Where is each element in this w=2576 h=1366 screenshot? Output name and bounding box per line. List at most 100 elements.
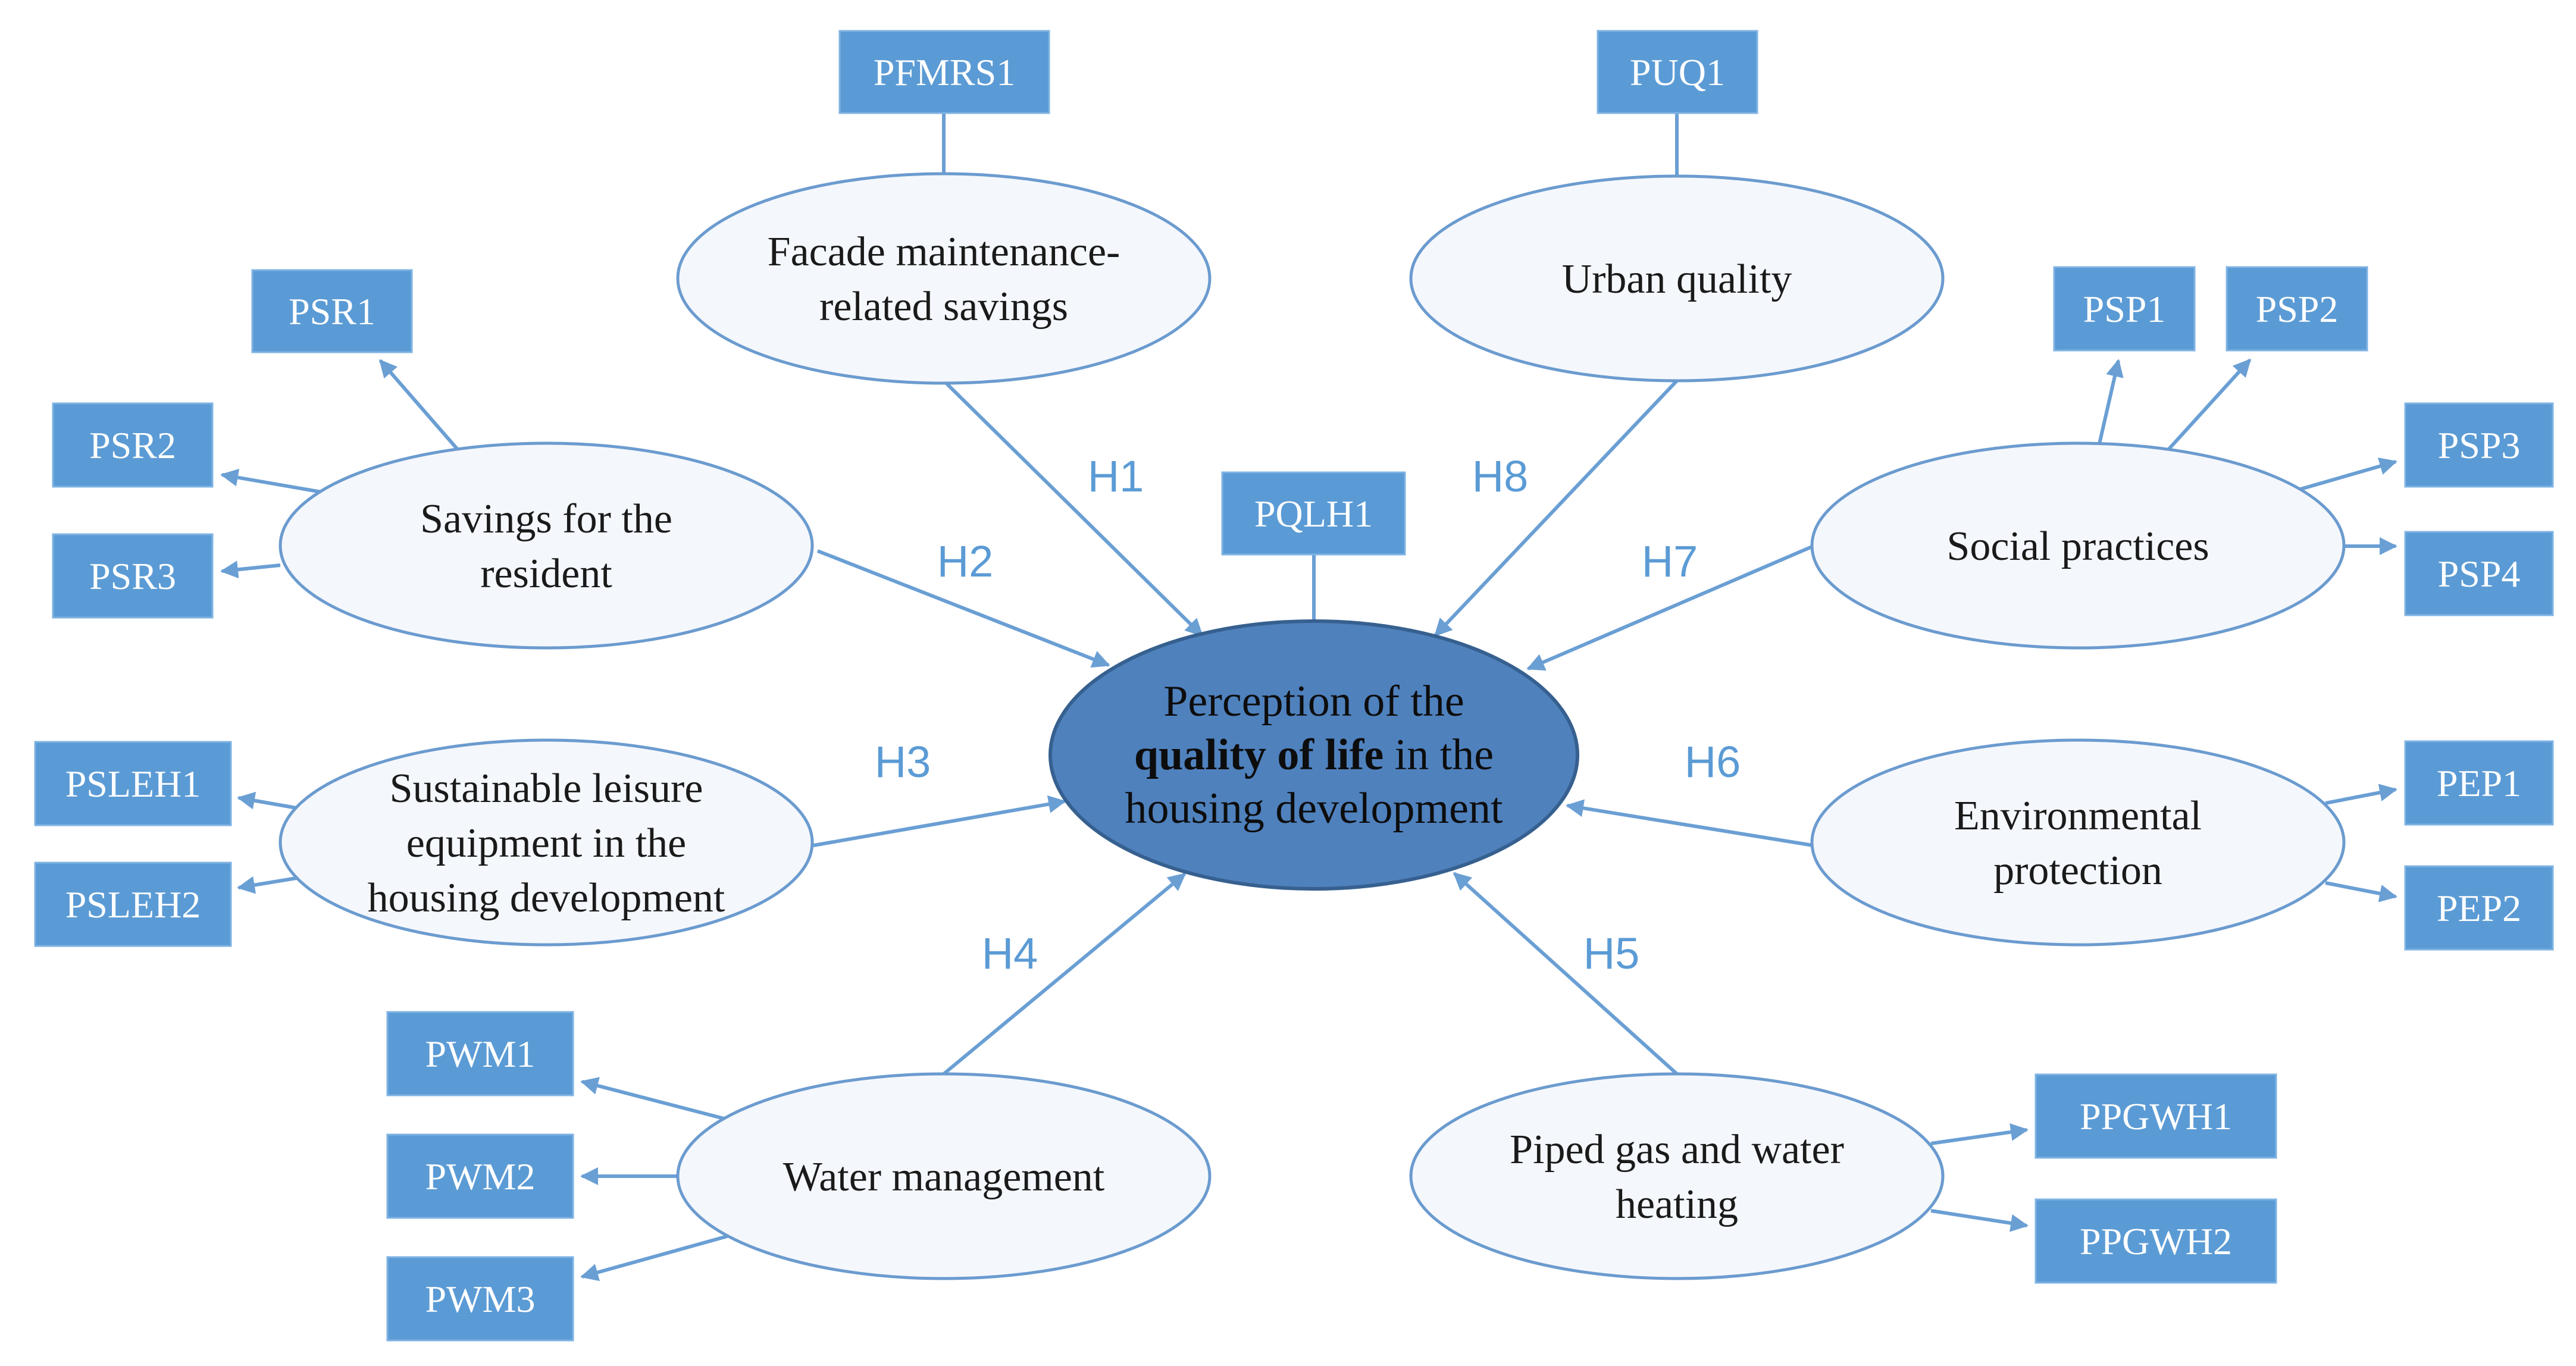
hypothesis-label-h8: H8 <box>1472 452 1529 501</box>
indicator-box-psr2-rect <box>52 402 214 488</box>
hypothesis-label-h5: H5 <box>1583 929 1640 978</box>
indicator-box-ppgwh1: PPGWH1 <box>2034 1073 2277 1159</box>
indicator-box-psp1: PSP1 <box>2053 266 2196 352</box>
indicator-link-psleh1 <box>237 791 301 810</box>
indicator-box-psr3-label: PSR3 <box>89 555 176 597</box>
indicator-box-ppgwh2-rect <box>2034 1198 2277 1284</box>
indicator-box-pep1-label: PEP1 <box>2437 762 2521 804</box>
indicator-box-puq1: PUQ1 <box>1597 30 1758 114</box>
indicator-box-psr1: PSR1 <box>251 269 413 353</box>
indicator-box-ppgwh1-rect <box>2034 1073 2277 1159</box>
construct-savings-for-the-resident-line-2: resident <box>480 551 612 597</box>
construct-facade-maintenance-related-savings: Facade maintenance-related savings <box>676 172 1212 385</box>
indicator-box-psp2-label: PSP2 <box>2256 288 2339 330</box>
construct-facade-maintenance-related-savings-line-1: Facade maintenance- <box>768 229 1120 275</box>
indicator-box-pfmrs1-rect <box>838 30 1050 114</box>
indicator-box-pwm2: PWM2 <box>386 1133 574 1219</box>
indicator-link-psp2 <box>2164 358 2252 454</box>
indicator-box-psleh1-rect <box>34 741 232 826</box>
indicator-box-psleh1-label: PSLEH1 <box>65 763 201 805</box>
indicator-box-psr3: PSR3 <box>52 533 214 619</box>
hypothesis-label-h7: H7 <box>1642 537 1698 586</box>
hypothesis-arrow-h7 <box>1526 544 1814 671</box>
indicator-link-psleh2 <box>237 876 301 894</box>
indicator-link-pwm1 <box>580 1077 729 1121</box>
hypothesis-label-h1: H1 <box>1088 452 1144 501</box>
construct-urban-quality-line-1: Urban quality <box>1562 256 1792 302</box>
indicator-link-psr2 <box>220 468 322 494</box>
indicator-box-pfmrs1: PFMRS1 <box>838 30 1050 114</box>
indicator-link-psr1 <box>378 359 462 453</box>
construct-environmental-protection-ellipse <box>1810 738 2346 947</box>
indicator-link-pep1 <box>2325 784 2397 805</box>
construct-sustainable-leisure-equipment-in-the-housing-development-line-3: housing development <box>368 875 725 921</box>
indicator-box-pep1: PEP1 <box>2404 740 2554 826</box>
construct-water-management-line-1: Water management <box>783 1154 1105 1200</box>
indicator-box-pwm1: PWM1 <box>386 1011 574 1096</box>
indicator-box-pep2: PEP2 <box>2404 865 2554 951</box>
construct-piped-gas-and-water-heating-line-2: heating <box>1616 1182 1738 1227</box>
center-construct-ellipse <box>1048 619 1579 891</box>
indicator-box-psp3: PSP3 <box>2404 402 2554 488</box>
construct-urban-quality: Urban quality <box>1409 174 1945 383</box>
indicator-box-pwm1-label: PWM1 <box>425 1033 536 1075</box>
hypothesis-arrow-h3 <box>813 795 1066 847</box>
indicator-box-pqlh1: PQLH1 <box>1221 471 1406 556</box>
construct-social-practices: Social practices <box>1810 441 2346 650</box>
hypothesis-arrow-h6 <box>1566 799 1814 847</box>
indicator-box-pqlh1-label: PQLH1 <box>1254 493 1373 535</box>
indicator-box-ppgwh2: PPGWH2 <box>2034 1198 2277 1284</box>
construct-environmental-protection-line-1: Environmental <box>1954 793 2202 839</box>
indicator-box-pfmrs1-label: PFMRS1 <box>874 51 1015 93</box>
node-layer: Facade maintenance-related savings PFMRS1… <box>34 30 2554 1342</box>
construct-facade-maintenance-related-savings-line-2: related savings <box>819 284 1068 330</box>
indicator-box-pwm3-label: PWM3 <box>425 1278 536 1320</box>
indicator-box-psp4-rect <box>2404 531 2554 616</box>
hypothesis-arrow-h8 <box>1433 379 1679 637</box>
indicator-box-ppgwh1-label: PPGWH1 <box>2080 1095 2232 1138</box>
indicator-box-psp3-label: PSP3 <box>2438 424 2521 466</box>
indicator-box-psp2: PSP2 <box>2226 266 2368 352</box>
indicator-link-pep2 <box>2325 881 2397 903</box>
hypothesis-arrow-h4 <box>943 872 1187 1076</box>
indicator-box-pwm3-rect <box>386 1256 574 1342</box>
construct-water-management-ellipse <box>676 1072 1212 1280</box>
hypothesis-label-h2: H2 <box>937 537 994 586</box>
indicator-box-psr2-label: PSR2 <box>89 424 176 466</box>
construct-urban-quality-ellipse <box>1409 174 1945 383</box>
indicator-box-puq1-label: PUQ1 <box>1630 51 1725 93</box>
indicator-box-pep2-rect <box>2404 865 2554 951</box>
indicator-box-pwm2-label: PWM2 <box>425 1155 536 1198</box>
indicator-link-ppgwh2 <box>1930 1209 2029 1232</box>
indicator-link-ppgwh1 <box>1930 1123 2029 1145</box>
indicator-box-psp4: PSP4 <box>2404 531 2554 616</box>
indicator-link-pwm3 <box>580 1235 728 1282</box>
construct-social-practices-ellipse <box>1810 441 2346 650</box>
indicator-box-psp2-rect <box>2226 266 2368 352</box>
indicator-box-psr2: PSR2 <box>52 402 214 488</box>
hypothesis-arrow-h1 <box>942 379 1204 637</box>
center-construct-line-2: quality of life in the <box>1134 731 1494 779</box>
connector-layer <box>220 113 2397 1282</box>
indicator-box-pwm3: PWM3 <box>386 1256 574 1342</box>
indicator-link-psr3 <box>220 560 281 579</box>
indicator-box-psleh1: PSLEH1 <box>34 741 232 826</box>
indicator-box-pep2-label: PEP2 <box>2437 887 2521 929</box>
hypothesis-arrow-h5 <box>1453 872 1679 1076</box>
indicator-box-psp1-rect <box>2053 266 2196 352</box>
construct-piped-gas-and-water-heating-line-1: Piped gas and water <box>1510 1127 1844 1173</box>
construct-piped-gas-and-water-heating: Piped gas and water heating <box>1409 1072 1945 1280</box>
indicator-box-puq1-rect <box>1597 30 1758 114</box>
construct-savings-for-the-resident-ellipse <box>278 441 814 650</box>
center-construct-line-3: housing development <box>1125 784 1503 833</box>
indicator-box-psr1-rect <box>251 269 413 353</box>
construct-facade-maintenance-related-savings-ellipse <box>676 172 1212 385</box>
construct-sustainable-leisure-equipment-in-the-housing-development-line-2: equipment in the <box>406 820 686 866</box>
construct-social-practices-line-1: Social practices <box>1946 524 2209 569</box>
hypothesis-arrow-h2 <box>816 549 1110 668</box>
